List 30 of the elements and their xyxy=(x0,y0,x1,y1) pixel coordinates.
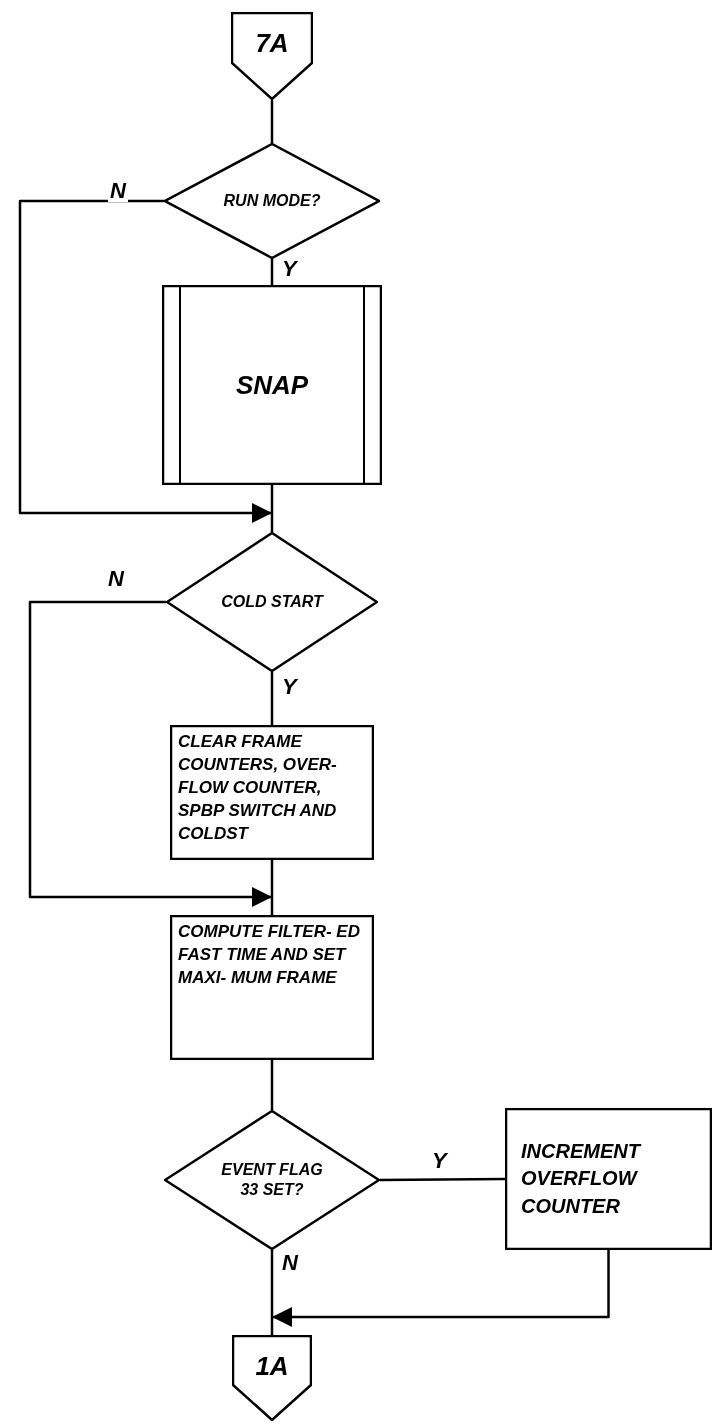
edge-label: N xyxy=(108,180,128,202)
connector-line xyxy=(270,485,274,532)
connector-line xyxy=(270,1060,274,1110)
connector-line xyxy=(270,860,274,915)
node-label: COLD START xyxy=(221,592,323,612)
off-page-connector xyxy=(231,12,313,100)
arrow xyxy=(272,1250,610,1327)
connector-line xyxy=(270,672,274,725)
node-label: EVENT FLAG 33 SET? xyxy=(220,1160,324,1200)
node-label: SNAP xyxy=(235,368,309,402)
node-label: RUN MODE? xyxy=(223,191,321,211)
node-label: CLEAR FRAME COUNTERS, OVER- FLOW COUNTER, SPBP SWITCH AND COLDST xyxy=(178,731,338,845)
process-box xyxy=(505,1108,712,1250)
process-box xyxy=(170,725,374,860)
off-page-connector xyxy=(232,1335,312,1421)
node-label: INCREMENT OVERFLOW COUNTER xyxy=(521,1138,643,1219)
decision-diamond xyxy=(166,532,378,672)
connector-line xyxy=(270,100,274,143)
connector-line xyxy=(270,259,274,285)
node-label: 7A xyxy=(255,30,289,56)
process-box xyxy=(170,915,374,1060)
decision-diamond xyxy=(164,1110,380,1250)
connector-line xyxy=(380,1177,505,1182)
arrow xyxy=(28,600,272,907)
connector-line xyxy=(270,1250,274,1335)
decision-diamond xyxy=(164,143,380,259)
subroutine-box xyxy=(162,285,382,485)
arrow xyxy=(18,199,272,523)
node-label: COMPUTE FILTER- ED FAST TIME AND SET MAXI- MUM FRAME xyxy=(178,921,361,989)
node-label: 1A xyxy=(255,1353,289,1379)
